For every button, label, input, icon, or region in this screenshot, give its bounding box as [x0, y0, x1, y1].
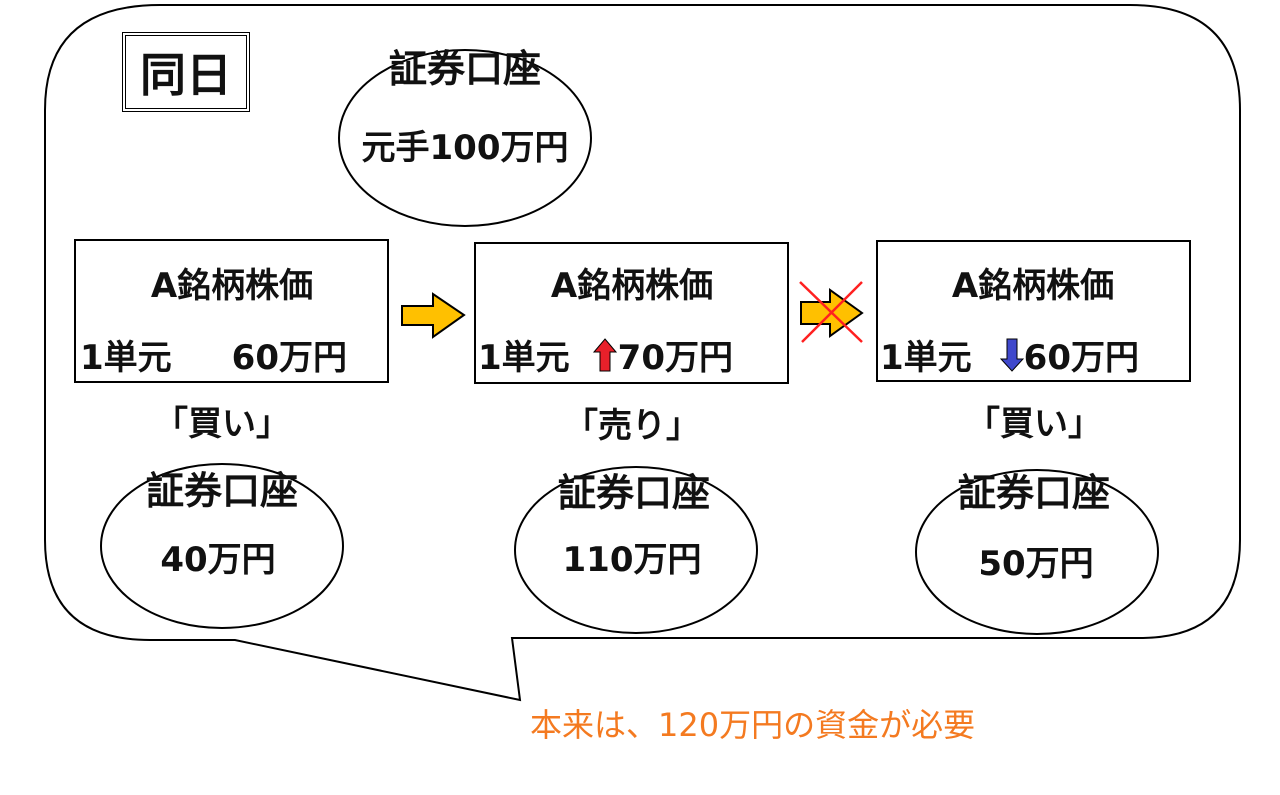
stock-title-3: A銘柄株価 — [951, 266, 1115, 306]
account-ellipse-3 — [915, 469, 1159, 635]
initial-account-title: 証券口座 — [388, 47, 542, 91]
stock-box-2 — [474, 242, 789, 384]
account-value-1: 40万円 — [160, 540, 276, 580]
action-2: 「売り」 — [564, 406, 700, 446]
account-title-2: 証券口座 — [557, 471, 711, 515]
price-3: 60万円 — [1023, 338, 1139, 378]
action-3: 「買い」 — [966, 404, 1102, 444]
funds-note: 本来は、120万円の資金が必要 — [530, 706, 976, 744]
stock-title-2: A銘柄株価 — [550, 266, 714, 306]
account-title-3: 証券口座 — [957, 471, 1111, 515]
up-arrow-icon — [592, 337, 617, 371]
action-1: 「買い」 — [154, 404, 290, 444]
unit-label-3: 1単元 — [880, 338, 972, 378]
unit-label-2: 1単元 — [478, 338, 570, 378]
stock-title-1: A銘柄株価 — [150, 266, 314, 306]
right-arrow-icon — [401, 292, 466, 339]
speech-bubble — [44, 4, 1241, 702]
initial-account-ellipse — [338, 49, 592, 227]
price-2: 70万円 — [617, 338, 733, 378]
account-value-2: 110万円 — [562, 540, 702, 580]
account-value-3: 50万円 — [978, 544, 1094, 584]
stock-box-1 — [74, 239, 389, 383]
initial-account-value: 元手100万円 — [361, 128, 569, 168]
price-1: 60万円 — [231, 338, 347, 378]
cross-icon — [799, 281, 863, 343]
unit-label-1: 1単元 — [80, 338, 172, 378]
stock-box-3 — [876, 240, 1191, 382]
account-ellipse-2 — [514, 466, 758, 634]
account-ellipse-1 — [100, 463, 344, 629]
same-day-label: 同日 — [122, 32, 250, 112]
account-title-1: 証券口座 — [145, 469, 299, 513]
down-arrow-icon — [999, 338, 1024, 372]
